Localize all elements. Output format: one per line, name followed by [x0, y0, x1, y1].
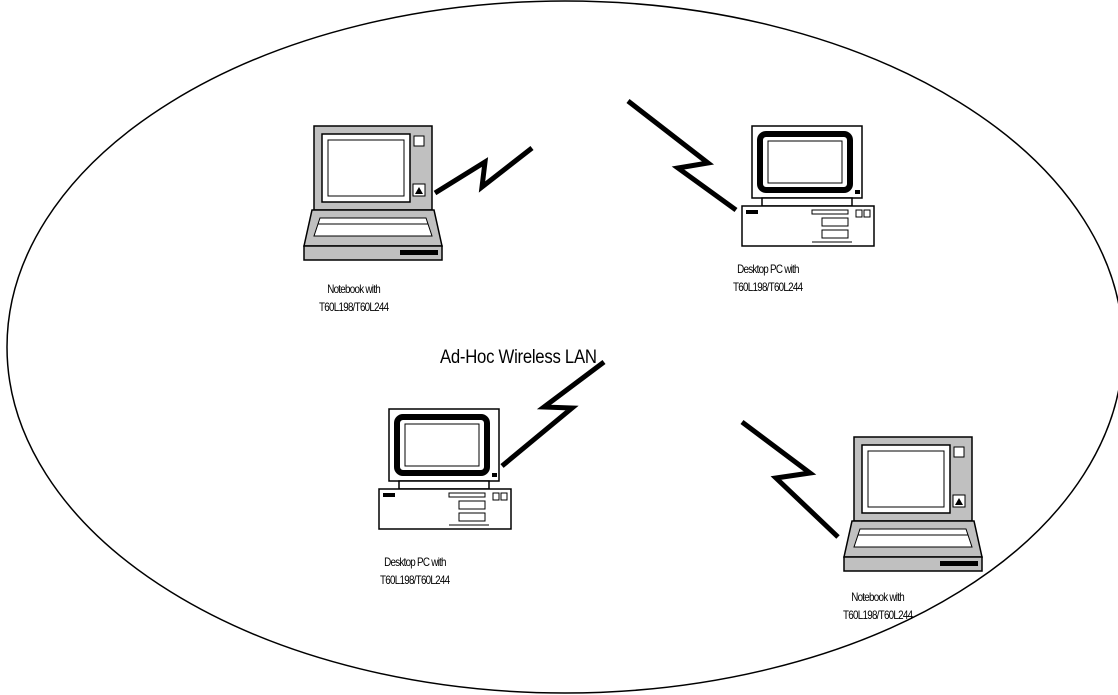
node-label-desktop-2: Desktop PC with T60L198/T60L244 [380, 553, 450, 589]
network-boundary-ellipse [6, 0, 1118, 694]
node-label-line1: Desktop PC with [737, 262, 799, 276]
node-label-line2: T60L198/T60L244 [319, 300, 389, 314]
wireless-signal-icon [433, 146, 534, 196]
wireless-signal-icon [626, 99, 738, 213]
node-label-line2: T60L198/T60L244 [843, 608, 913, 622]
node-label-line2: T60L198/T60L244 [380, 573, 450, 587]
node-label-notebook-2: Notebook with T60L198/T60L244 [843, 588, 913, 624]
desktop-computer-icon [742, 126, 874, 246]
notebook-computer-icon [303, 125, 443, 261]
node-label-notebook-1: Notebook with T60L198/T60L244 [319, 280, 389, 316]
wireless-signal-icon [740, 420, 840, 539]
node-label-line1: Notebook with [851, 590, 904, 604]
notebook-computer-icon [843, 436, 983, 572]
desktop-computer-icon [379, 409, 511, 529]
node-label-line2: T60L198/T60L244 [733, 280, 803, 294]
network-title: Ad-Hoc Wireless LAN [440, 347, 597, 368]
node-label-line1: Notebook with [327, 282, 380, 296]
node-label-line1: Desktop PC with [384, 555, 446, 569]
wireless-signal-icon [500, 360, 606, 468]
node-label-desktop-1: Desktop PC with T60L198/T60L244 [733, 260, 803, 296]
